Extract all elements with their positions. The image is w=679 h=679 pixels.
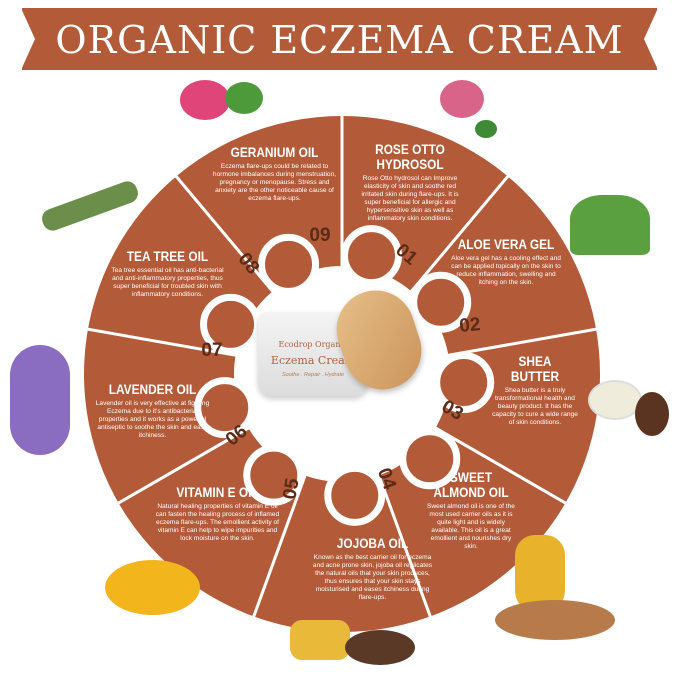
shea-butter-image [588, 380, 642, 420]
segment-description: Eczema flare-ups could be related to hor… [212, 163, 337, 202]
rose-flower-image [440, 80, 484, 118]
segment-description: Shea butter is a truly transformational … [492, 387, 578, 426]
segment-title: TEA TREE OIL [126, 249, 209, 264]
segment-title: SHEA BUTTER [510, 354, 560, 384]
segment-lavender-oil: LAVENDER OIL Lavender oil is very effect… [95, 382, 210, 440]
segment-title: JOJOBA OIL [336, 536, 409, 551]
segment-description: Natural healing properties of vitamin E … [155, 503, 280, 542]
number-tab [194, 377, 256, 439]
product-brand: Ecodrop Organic [278, 340, 348, 349]
segment-number: 09 [309, 225, 331, 246]
aloe-vera-image [570, 195, 650, 255]
geranium-flower-image [180, 80, 230, 120]
title-banner [21, 8, 658, 70]
segment-title: ALOE VERA GEL [457, 237, 555, 252]
segment-number: 02 [458, 314, 482, 337]
segment-shea-butter: SHEA BUTTER Shea butter is a truly trans… [490, 354, 580, 427]
segment-description: Sweet almond oil is one of the most used… [427, 503, 515, 550]
segment-description: Lavender oil is very effective at fighti… [95, 400, 210, 439]
segment-description: Aloe vera gel has a cooling effect and c… [451, 255, 561, 286]
segment-jojoba-oil: JOJOBA OIL Known as the best carrier oil… [310, 536, 435, 602]
geranium-leaf-image [225, 82, 263, 114]
number-tab [399, 428, 461, 490]
shea-nuts-image [635, 392, 669, 436]
segment-geranium-oil: GERANIUM OIL Eczema flare-ups could be r… [212, 145, 337, 203]
jojoba-oil-image [290, 620, 350, 660]
segment-number: 07 [201, 340, 223, 361]
number-tab [433, 352, 495, 414]
segment-aloe-vera-gel: ALOE VERA GEL Aloe vera gel has a coolin… [450, 237, 562, 287]
almonds-image [495, 600, 615, 640]
segment-rose-otto-hydrosol: ROSE OTTO HYDROSOL Rose Otto hydrosol ca… [355, 142, 465, 223]
product-tagline: Soothe . Repair . Hydrate [281, 372, 345, 378]
number-tab [410, 271, 472, 333]
jojoba-beans-image [345, 630, 415, 665]
number-tab [200, 293, 262, 355]
segment-sweet-almond-oil: SWEET ALMOND OIL Sweet almond oil is one… [425, 470, 517, 551]
segment-title: VITAMIN E OIL [176, 485, 259, 500]
number-tab [258, 233, 320, 295]
segment-title: SWEET ALMOND OIL [433, 470, 509, 500]
segment-description: Rose Otto hydrosol can Improve elasticit… [361, 175, 459, 222]
page-title: ORGANIC ECZEMA CREAM [55, 18, 624, 62]
vitamin-e-capsules-image [105, 560, 200, 615]
segment-description: Known as the best carrier oil for eczema… [312, 554, 433, 601]
number-tab [243, 444, 305, 506]
segment-title: GERANIUM OIL [230, 145, 319, 160]
product-name: Eczema Cream [270, 354, 356, 367]
lavender-image [10, 345, 70, 455]
number-tab [324, 464, 386, 526]
number-tab [341, 225, 403, 287]
rose-leaf-image [475, 120, 497, 138]
segment-title: LAVENDER OIL [108, 382, 197, 397]
segment-description: Tea tree essential oil has anti-bacteria… [111, 267, 224, 298]
segment-vitamin-e-oil: VITAMIN E OIL Natural healing properties… [155, 485, 280, 543]
segment-title: ROSE OTTO HYDROSOL [375, 142, 445, 172]
segment-tea-tree-oil: TEA TREE OIL Tea tree essential oil has … [110, 249, 225, 299]
